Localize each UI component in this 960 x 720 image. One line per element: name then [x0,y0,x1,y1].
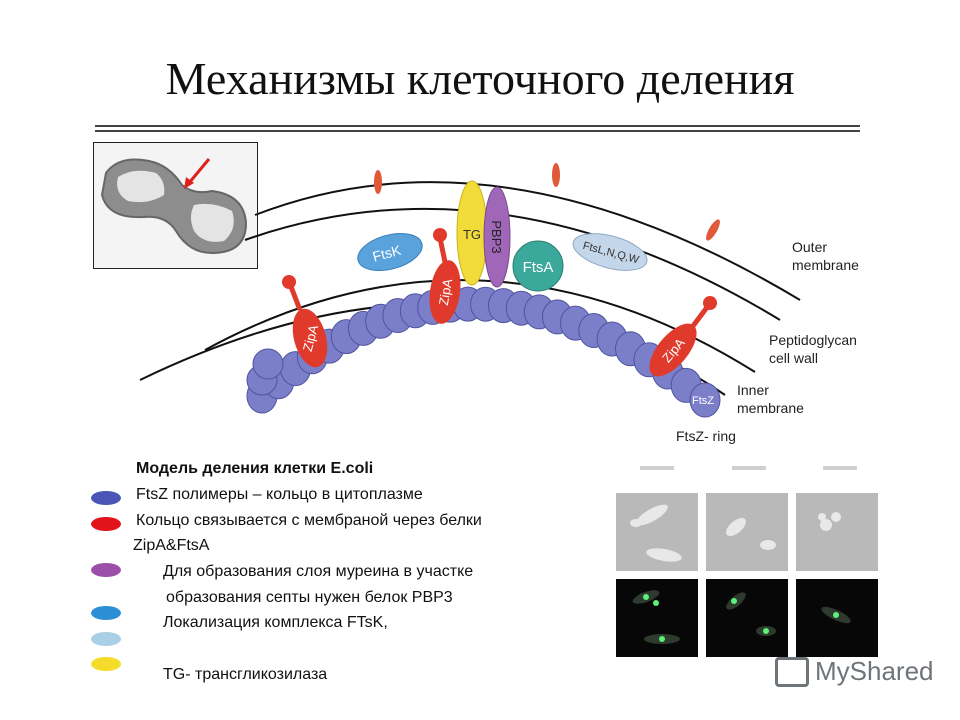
legend-line-ftsk: Локализация комплекса FTsK, [163,614,388,631]
outer-membrane-protein [552,163,560,187]
title-divider-bottom [95,130,860,132]
presentation-icon [775,656,809,687]
zipa-dot [91,517,121,531]
myshared-watermark: MyShared [775,656,934,687]
ftsz-ring-label: FtsZ- ring [676,428,736,444]
legend-line-murein: Для образования слоя муреина в участке [163,563,474,580]
tg-label: TG [463,227,481,242]
zipa-right: ZipA [649,296,717,377]
fluorescence-photo-3 [796,579,878,657]
ftsk-dot [91,606,121,620]
pbp3-dot [91,563,121,577]
brightfield-photo-2 [706,493,788,571]
peptidoglycan-label-1: Peptidoglycan [769,332,857,348]
page-title: Механизмы клеточного деления [165,53,795,104]
brightfield-photo-3 [796,493,878,571]
zipa-center-label: ZipA [436,277,455,306]
photo-caption-blur [732,466,766,470]
ftslnqw-protein [572,233,648,271]
inner-membrane-label-1: Inner [737,382,769,398]
inner-membrane-label-2: membrane [737,400,804,416]
zipa-center: ZipA [429,228,461,324]
pbp3-protein [483,186,511,288]
ftsk-protein [357,232,423,272]
legend-line-tg: TG- трансгликозилаза [163,666,328,683]
ftsa-label: FtsA [523,259,554,276]
photo-caption-blur [640,466,674,470]
ftsz-dot [91,491,121,505]
legend-line-zipa-ftsa: ZipA&FtsA [133,537,210,554]
tg-dot [91,657,121,671]
peptidoglycan-label-2: cell wall [769,350,818,366]
title-divider-top [95,125,860,127]
legend-line-zipa: Кольцо связывается с мембраной через бел… [136,512,482,529]
zipa-left: ZipA [282,275,328,368]
ftsz-bead [689,382,721,418]
ftsz-ring-beads [246,286,721,418]
brightfield-photo-1 [616,493,698,571]
ftsz-bead-label: FtsZ [692,395,714,407]
outer-membrane-label-2: membrane [792,257,859,273]
ftslnqw-dot [91,632,121,646]
outer-membrane-protein [374,170,382,194]
ftsa-protein [512,240,564,292]
zipa-left-label: ZipA [300,323,321,353]
outer-membrane-outer [254,181,801,301]
outer-membrane-label-1: Outer [792,239,827,255]
legend-title: Модель деления клетки E.coli [136,460,374,477]
ftsz-bead [252,348,284,380]
pbp3-label: PBP3 [489,220,504,253]
fluorescence-photo-2 [706,579,788,657]
photo-caption-blur [823,466,857,470]
legend-line-ftsz: FtsZ полимеры – кольцо в цитоплазме [136,486,423,503]
ftsk-label: FtsK [371,242,404,265]
outer-membrane-protein [706,219,720,241]
fluorescence-photo-1 [616,579,698,657]
legend-line-pbp3: образования септы нужен белок PBP3 [166,589,453,606]
dividing-cell-micrograph [93,142,258,269]
watermark-text: MyShared [815,656,934,686]
